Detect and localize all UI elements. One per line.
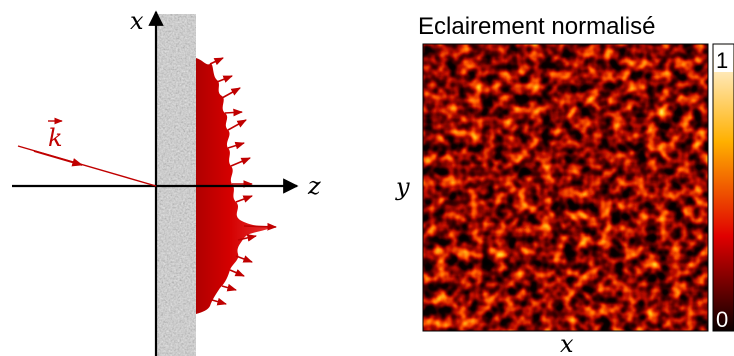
scattered-ray [235, 195, 253, 203]
scattered-ray [221, 283, 237, 292]
x-axis-label-bottom: x [560, 330, 574, 356]
scattered-ray-arrows [209, 57, 277, 306]
colorbar-min-label: 0 [716, 307, 728, 332]
scattered-ray [221, 87, 241, 99]
scattered-ray [230, 157, 251, 167]
scattered-ray [224, 108, 243, 117]
wave-vector-label: k [48, 124, 63, 152]
panel-title: Eclairement normalisé [418, 13, 655, 40]
wave-vector-arrow [33, 150, 84, 167]
scattered-ray [227, 119, 247, 131]
colorbar-max-label: 1 [716, 48, 728, 73]
scattered-ray [227, 141, 245, 150]
z-axis-label: z [307, 172, 321, 200]
colorbar [712, 43, 734, 332]
y-axis-label: y [395, 173, 410, 201]
scattered-ray [243, 222, 277, 231]
scattered-ray [235, 255, 253, 263]
left-diagram: x z k [12, 7, 321, 356]
colorbar-label-bg-max [714, 46, 733, 72]
scattered-ray [211, 297, 227, 306]
scattered-ray [216, 75, 233, 83]
x-axis-label: x [130, 7, 144, 35]
scattered-ray [209, 57, 224, 66]
scattered-ray [229, 269, 245, 277]
speckle-image-border [422, 43, 709, 332]
speckle-image [423, 44, 708, 331]
scattered-ray [237, 234, 257, 242]
right-panel: Eclairement normalisé 1 0 y x [395, 13, 734, 356]
